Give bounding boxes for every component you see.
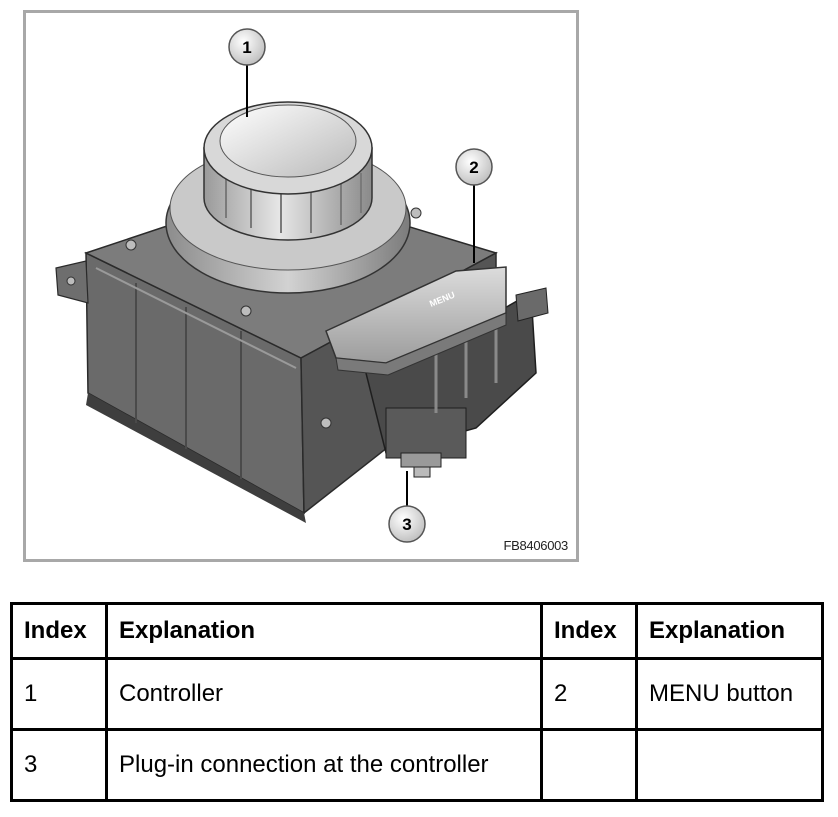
row-2-index-b <box>540 728 638 802</box>
header-index-b: Index <box>540 602 638 660</box>
row-1-index-a: 1 <box>10 657 108 731</box>
controller-knob <box>165 101 411 294</box>
header-index-a: Index <box>10 602 108 660</box>
legend-table: Index Explanation Index Explanation 1 Co… <box>10 602 824 802</box>
menu-button-graphic: MENU <box>325 266 507 376</box>
row-1-explanation-a: Controller <box>105 657 543 731</box>
callout-leaders <box>246 65 475 507</box>
header-explanation-a: Explanation <box>105 602 543 660</box>
controller-illustration: MENU <box>55 28 549 543</box>
header-explanation-b: Explanation <box>635 602 824 660</box>
component-figure: MENU <box>23 10 579 562</box>
row-2-explanation-a: Plug-in connection at the controller <box>105 728 543 802</box>
connector-block <box>365 287 549 478</box>
legend-row: 3 Plug-in connection at the controller <box>10 728 824 802</box>
callout-3-number: 3 <box>402 515 411 534</box>
callout-3: 3 <box>388 505 426 543</box>
row-2-explanation-b <box>635 728 824 802</box>
legend-row: 1 Controller 2 MENU button <box>10 657 824 731</box>
legend-header-row: Index Explanation Index Explanation <box>10 602 824 660</box>
row-2-index-a: 3 <box>10 728 108 802</box>
row-1-explanation-b: MENU button <box>635 657 824 731</box>
callout-2: 2 <box>455 148 493 186</box>
callout-1-number: 1 <box>242 38 251 57</box>
callout-2-number: 2 <box>469 158 478 177</box>
callout-1: 1 <box>228 28 266 66</box>
row-1-index-b: 2 <box>540 657 638 731</box>
figure-code: FB8406003 <box>503 538 568 553</box>
